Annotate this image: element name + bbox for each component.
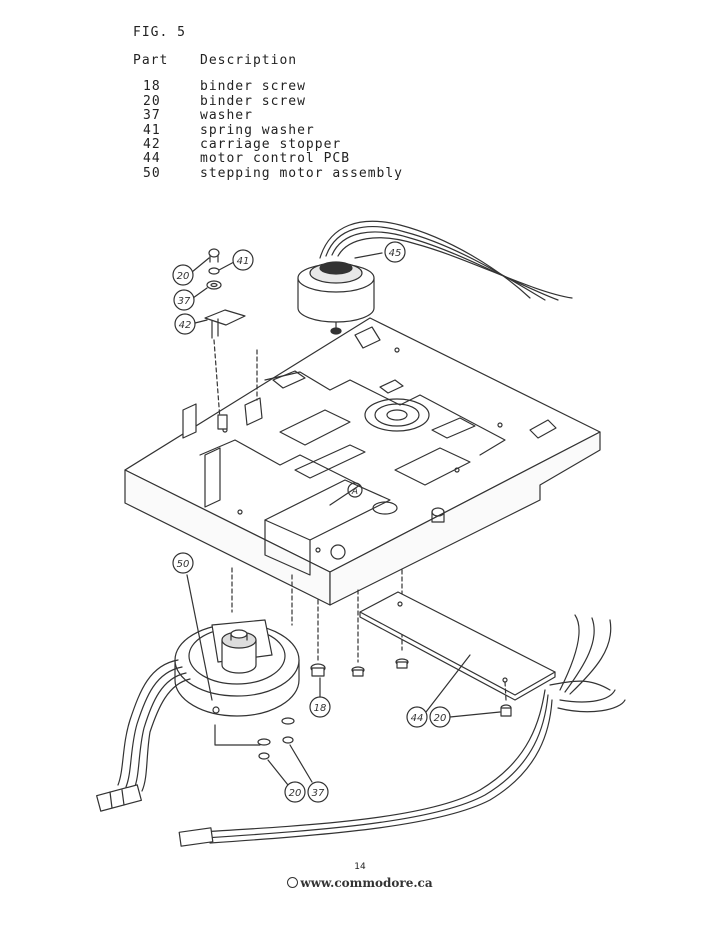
callout-45 <box>384 241 406 263</box>
part-description: washer <box>200 108 253 124</box>
callout-20-bottom-label: 20 <box>289 788 302 799</box>
part-number: 18 <box>143 79 161 95</box>
callout-20-right-label: 20 <box>434 713 447 724</box>
page-number: 14 <box>354 862 366 872</box>
callout-20-top <box>172 264 194 286</box>
part-number: 42 <box>143 137 161 153</box>
header-description: Description <box>200 53 298 68</box>
globe-icon <box>287 877 299 888</box>
parts-row: 37 washer <box>133 108 403 124</box>
svg-text:A: A <box>351 487 358 497</box>
parts-row: 20 binder screw <box>133 93 403 109</box>
part-number: 50 <box>143 165 161 181</box>
callout-42 <box>174 313 196 335</box>
callout-20-right <box>429 706 451 728</box>
part-description: binder screw <box>200 79 306 95</box>
fastener-stack <box>204 248 258 430</box>
callout-20-top-label: 20 <box>177 271 190 282</box>
part-description: binder screw <box>200 93 306 109</box>
part-description: spring washer <box>200 122 315 138</box>
part-number: 20 <box>143 93 161 109</box>
part-number: 41 <box>143 122 161 138</box>
callouts <box>172 241 501 803</box>
footer-url: www.commodore.ca <box>0 876 720 890</box>
callout-41-label: 41 <box>237 256 250 267</box>
figure-label: FIG. 5 <box>133 25 186 40</box>
callout-50 <box>172 552 194 574</box>
stepping-motor <box>96 567 300 812</box>
chassis-plate: A <box>124 317 601 606</box>
callout-41 <box>232 249 254 271</box>
parts-table: Part Description 18 binder screw 20 bind… <box>133 53 404 181</box>
parts-table-header: Part Description <box>133 53 403 68</box>
parts-row: 50 stepping motor assembly <box>133 165 404 181</box>
motor-control-pcb <box>178 591 626 847</box>
callout-37-bottom <box>307 781 329 803</box>
callout-20-bottom <box>284 781 306 803</box>
callout-18 <box>309 696 331 718</box>
top-motor <box>297 220 573 335</box>
parts-row: 41 spring washer <box>133 122 403 138</box>
callout-37-bottom-label: 37 <box>312 788 325 799</box>
callout-37-top <box>173 289 195 311</box>
callout-44 <box>406 706 428 728</box>
part-number: 37 <box>143 108 161 124</box>
callout-18-label: 18 <box>314 703 327 714</box>
callout-42-label: 42 <box>179 320 192 331</box>
parts-row: 44 motor control PCB <box>133 151 403 167</box>
parts-row: 18 binder screw <box>133 79 403 95</box>
callout-50-label: 50 <box>177 559 190 570</box>
callout-44-label: 44 <box>411 713 424 724</box>
callout-45-label: 45 <box>389 248 402 259</box>
part-description: carriage stopper <box>200 137 342 153</box>
header-part: Part <box>133 53 169 68</box>
parts-row: 42 carriage stopper <box>133 137 403 153</box>
footer-url-text: www.commodore.ca <box>300 876 433 890</box>
part-number: 44 <box>143 151 161 167</box>
lower-screws <box>257 569 409 760</box>
callout-37-top-label: 37 <box>178 296 191 307</box>
part-description: stepping motor assembly <box>200 165 404 181</box>
part-description: motor control PCB <box>200 151 351 167</box>
